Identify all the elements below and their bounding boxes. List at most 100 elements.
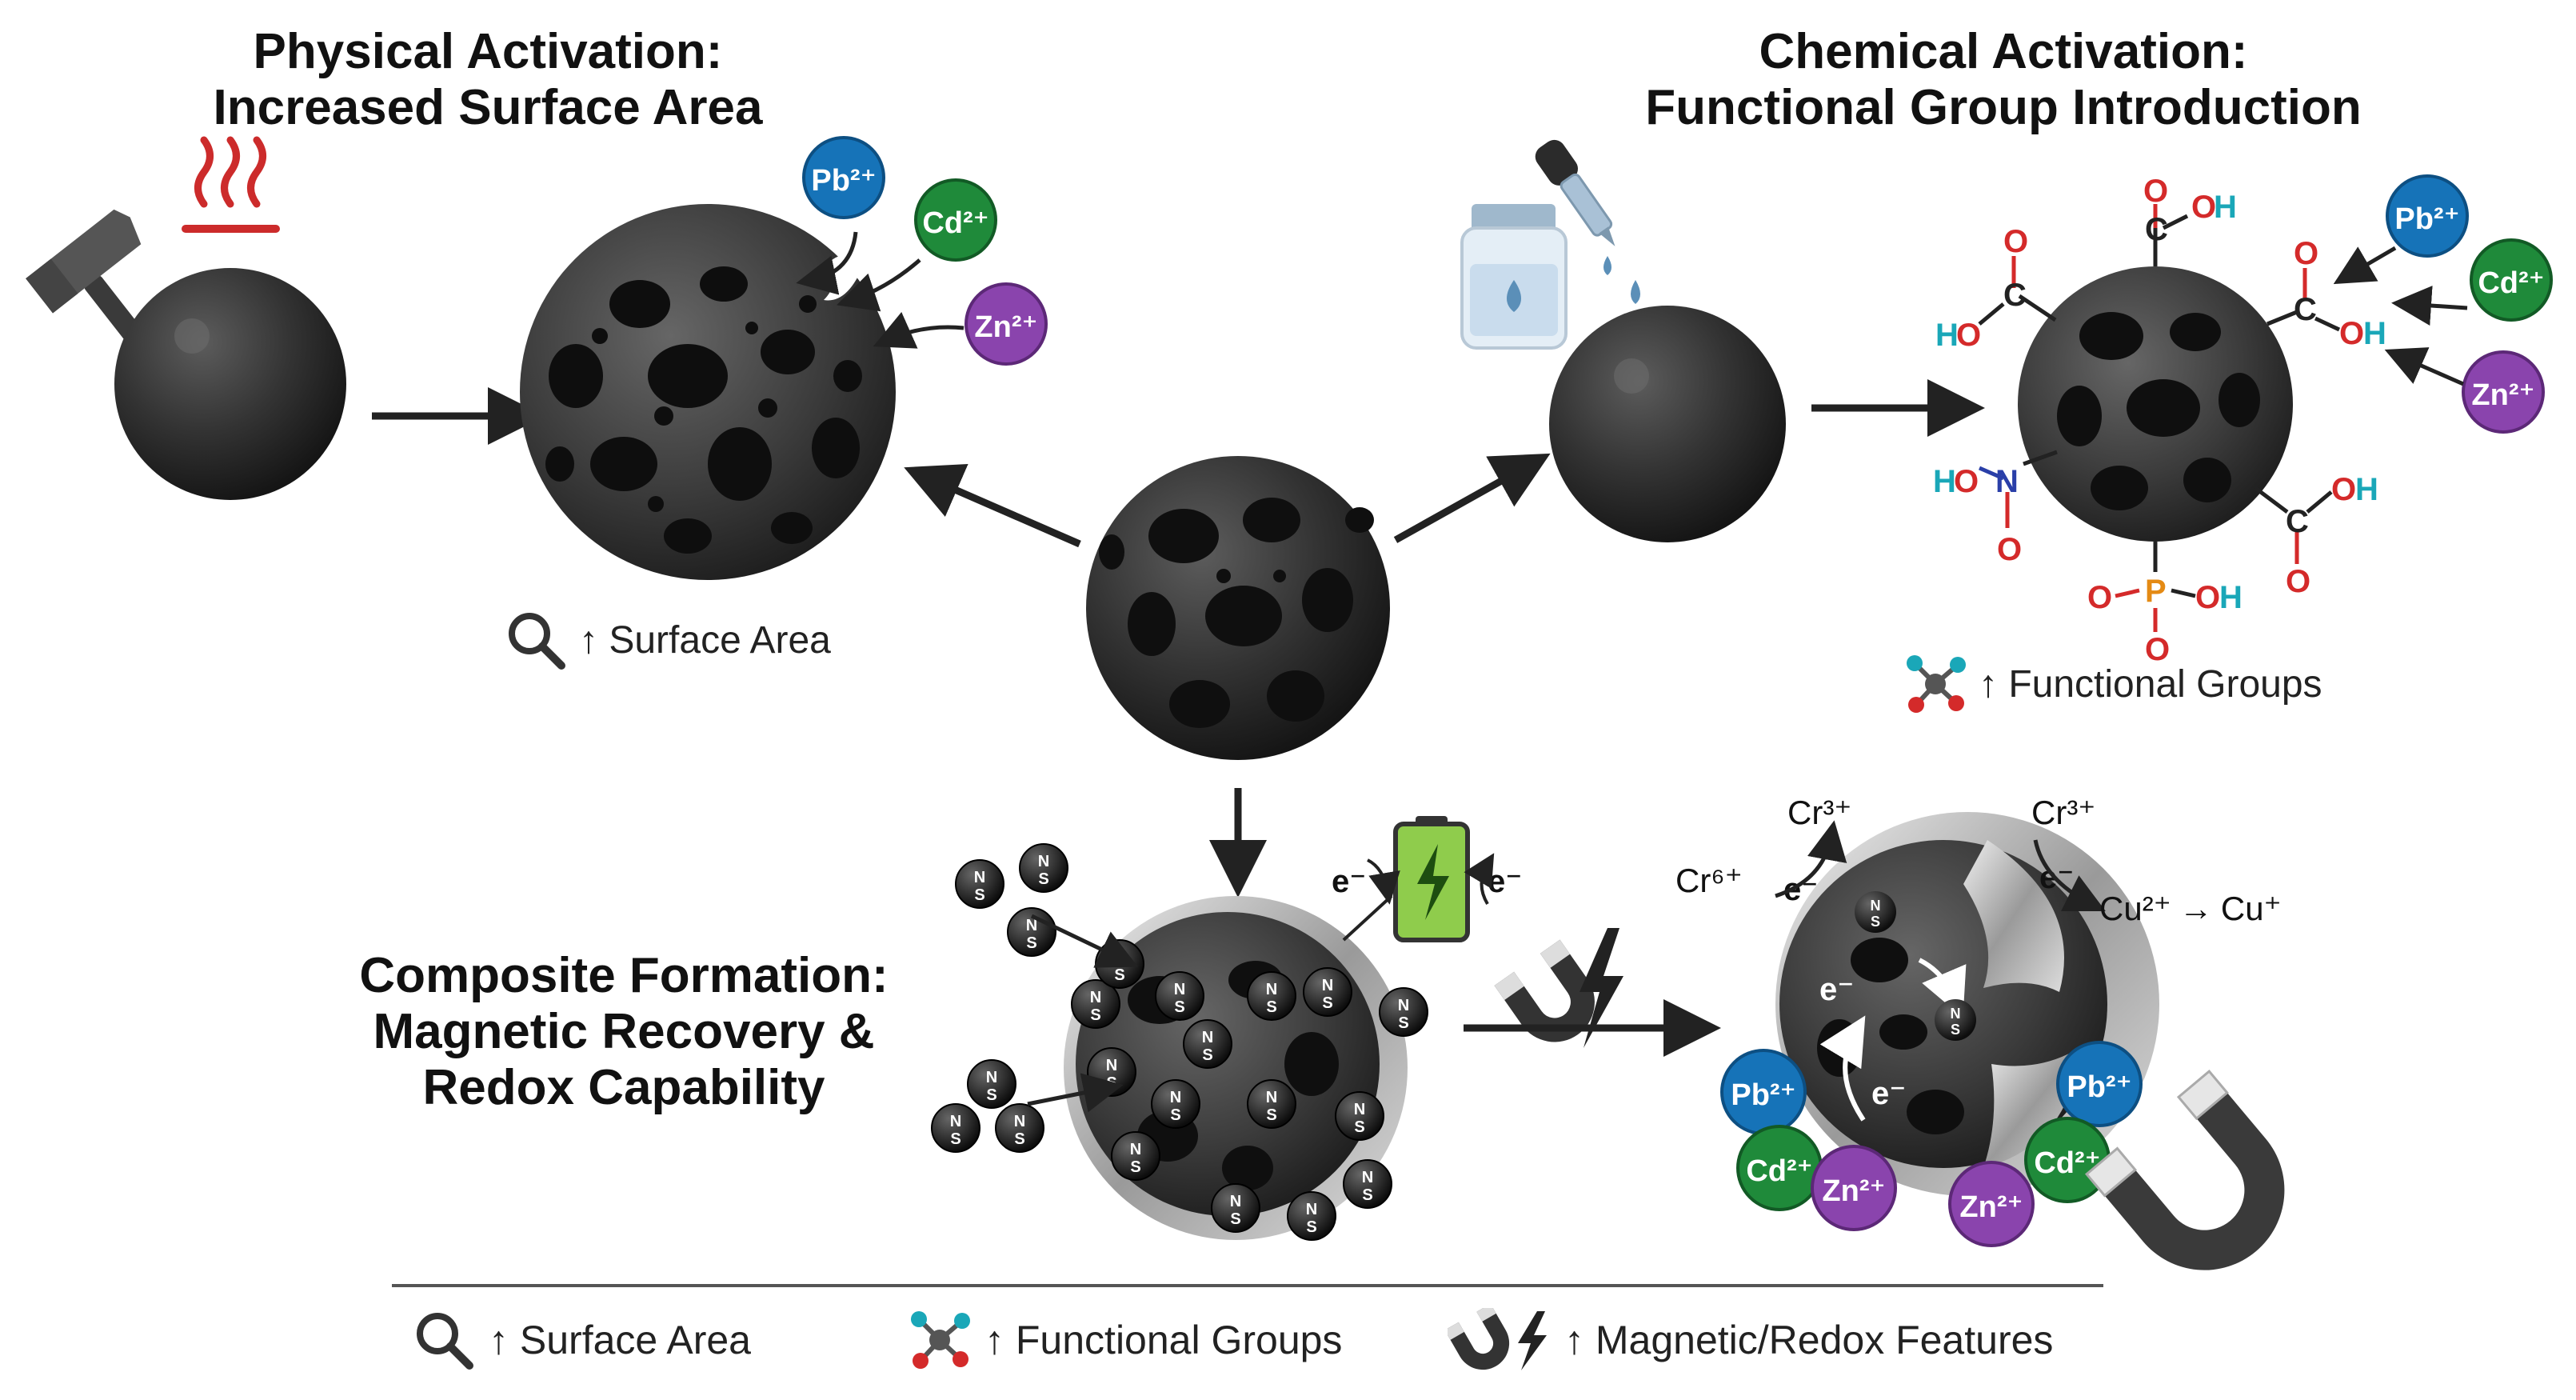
legend-molecule-icon xyxy=(911,1311,970,1369)
legend-functional-text: ↑ Functional Groups xyxy=(984,1318,1343,1362)
nanoparticle-n-label: N xyxy=(974,869,985,886)
nanoparticle-n-label: N xyxy=(1014,1113,1025,1130)
cu1-label: Cu⁺ xyxy=(2221,890,2282,927)
composite-title-line1: Composite Formation: xyxy=(359,948,889,1003)
physical-activation-title: Physical Activation: Increased Surface A… xyxy=(168,24,808,136)
nanoparticle: NS xyxy=(1247,971,1296,1021)
fg-l-o2: O xyxy=(1997,532,2022,567)
nanoparticle-n-label: N xyxy=(986,1069,997,1086)
nanoparticle: NS xyxy=(1303,967,1352,1017)
nanoparticle-n-label: N xyxy=(1038,853,1049,870)
nanoparticle-n-label: N xyxy=(1362,1169,1373,1186)
reagent-bottle-icon xyxy=(1460,204,1568,350)
ion-cd-final-left: Cd²⁺ xyxy=(1736,1125,1823,1211)
ion-zn-final-left: Zn²⁺ xyxy=(1811,1145,1897,1231)
chemical-title-line1: Chemical Activation: xyxy=(1759,24,2248,79)
nanoparticle: NS xyxy=(1379,987,1428,1037)
ion-pb-final-right: Pb²⁺ xyxy=(2056,1041,2143,1127)
nanoparticle-s-label: S xyxy=(1306,1218,1316,1236)
fg-b-o1: O xyxy=(2087,580,2112,615)
dropper-icon xyxy=(1535,139,1615,246)
cu-reaction: Cu²⁺→Cu⁺ xyxy=(2099,890,2282,927)
nanoparticle: NS xyxy=(1019,843,1068,893)
ion-cd-physical-label: Cd²⁺ xyxy=(922,206,988,240)
nanoparticle: NS xyxy=(1071,979,1120,1029)
cu2-label: Cu²⁺ xyxy=(2099,890,2171,927)
nanoparticle-s-label: S xyxy=(986,1086,996,1104)
nanoparticle: NS xyxy=(1247,1079,1296,1129)
nanoparticle: NS xyxy=(967,1059,1016,1109)
ion-pb-physical-label: Pb²⁺ xyxy=(811,164,876,198)
ion-zn-final-right: Zn²⁺ xyxy=(1948,1161,2035,1247)
activation-diagram: Pb²⁺ Cd²⁺ Zn²⁺ xyxy=(26,136,2553,1270)
nanoparticle-n-label: N xyxy=(1026,917,1037,934)
nanoparticle-n-label: N xyxy=(1174,981,1185,998)
ion-zn-physical-label: Zn²⁺ xyxy=(974,310,1037,344)
legend-magnetic-redox: ↑ Magnetic/Redox Features xyxy=(1448,1308,2053,1372)
nanoparticle-s-label: S xyxy=(1322,994,1332,1012)
nanoparticle: NS xyxy=(1287,1191,1336,1241)
arrow-center-to-physical xyxy=(904,463,1081,548)
ion-cd-final-right: Cd²⁺ xyxy=(2024,1117,2111,1203)
fg-lr-o2: O xyxy=(2331,472,2356,507)
nanoparticle-n-label: N xyxy=(1130,1141,1141,1158)
ion-pb-chemical: Pb²⁺ xyxy=(2386,174,2469,258)
fg-b-o2: O xyxy=(2195,580,2220,615)
nanoparticle-s-label: S xyxy=(1871,914,1880,930)
nanoparticle: NS xyxy=(1211,1183,1260,1233)
ion-cd-final-left-label: Cd²⁺ xyxy=(1746,1154,1812,1188)
fg-l-o: O xyxy=(1954,464,1979,499)
legend-surface-text: ↑ Surface Area xyxy=(489,1318,751,1362)
chemical-title-line2: Functional Group Introduction xyxy=(1645,80,2362,135)
fg-r-o2: O xyxy=(2339,316,2364,351)
nanoparticle-s-label: S xyxy=(1202,1046,1212,1064)
legend-magnet-lightning-icon xyxy=(1448,1308,1547,1370)
raw-carbon-sphere-right xyxy=(1549,306,1786,542)
nanoparticle-s-label: S xyxy=(1266,1106,1276,1124)
surface-area-caption-text: ↑ Surface Area xyxy=(579,618,831,662)
nanoparticle-s-label: S xyxy=(1114,966,1124,984)
nanoparticle-n-label: N xyxy=(1230,1193,1241,1210)
nanoparticle-n-label: N xyxy=(1322,977,1333,994)
nanoparticle-s-label: S xyxy=(1026,934,1036,952)
fg-top-o2: O xyxy=(2191,190,2216,225)
fg-r-h: H xyxy=(2363,316,2386,351)
nanoparticle-s-label: S xyxy=(1038,870,1048,888)
nanoparticle-n-label: N xyxy=(1266,981,1277,998)
nanoparticle-s-label: S xyxy=(1951,1022,1960,1038)
nanoparticle-s-label: S xyxy=(974,886,984,904)
legend-magnifier-icon xyxy=(417,1313,473,1370)
nanoparticle-n-label: N xyxy=(1090,989,1101,1006)
functional-groups-caption-text: ↑ Functional Groups xyxy=(1979,662,2322,706)
magnifier-icon xyxy=(509,613,565,670)
nanoparticle: NS xyxy=(955,859,1004,909)
physical-title-line1: Physical Activation: xyxy=(253,24,723,79)
nanoparticle-s-label: S xyxy=(950,1130,961,1148)
nanoparticle-s-label: S xyxy=(1398,1014,1408,1032)
nanoparticle-n-label: N xyxy=(1306,1201,1317,1218)
nanoparticle-n-label: N xyxy=(1398,997,1409,1014)
porous-carbon-sphere xyxy=(520,204,896,580)
cr6-label: Cr⁶⁺ xyxy=(1675,862,1743,899)
fg-b-p: P xyxy=(2145,574,2167,609)
arrow-center-to-chemical xyxy=(1393,453,1551,543)
ion-zn-final-left-label: Zn²⁺ xyxy=(1822,1174,1885,1208)
fg-ul-h: H xyxy=(1935,318,1959,353)
heat-icon xyxy=(182,136,280,233)
nanoparticle: NS xyxy=(1007,907,1056,957)
nanoparticle: NS xyxy=(1155,971,1204,1021)
nanoparticle: NS xyxy=(995,1103,1044,1153)
fg-r-o: O xyxy=(2294,236,2318,271)
ion-cd-chemical: Cd²⁺ xyxy=(2470,238,2553,322)
nanoparticle-s-label: S xyxy=(1362,1186,1372,1204)
fg-lr-o: O xyxy=(2286,564,2310,599)
ion-zn-physical: Zn²⁺ xyxy=(965,282,1048,366)
molecule-icon xyxy=(1907,655,1966,713)
legend-surface-area: ↑ Surface Area xyxy=(412,1308,751,1372)
nanoparticle-n-label: N xyxy=(1106,1057,1117,1074)
nanoparticle-n-label: N xyxy=(1871,898,1881,914)
cr3-label-left: Cr³⁺ xyxy=(1787,794,1851,831)
nanoparticle-s-label: S xyxy=(1354,1118,1364,1136)
final-electron-2: e⁻ xyxy=(1871,1076,1906,1111)
